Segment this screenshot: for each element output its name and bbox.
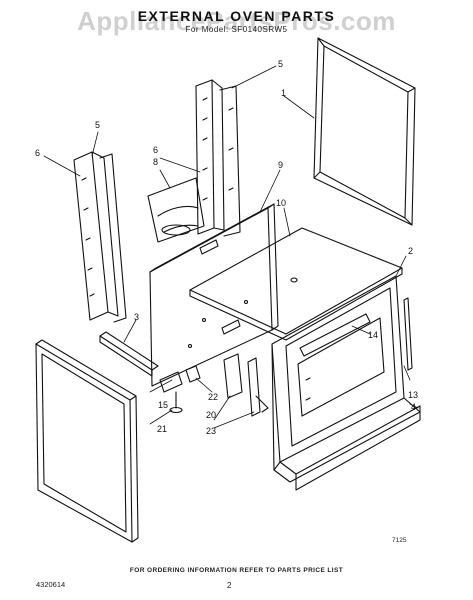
callout-20: 20 (206, 410, 217, 420)
part-14-strip (299, 313, 371, 357)
callout-10: 10 (276, 198, 287, 208)
part-15-21-leveling-leg (159, 371, 183, 414)
part-9-back-panel (149, 203, 279, 387)
callout-9: 9 (278, 160, 284, 170)
callout-23: 23 (206, 426, 217, 436)
leader-lines (43, 65, 419, 429)
callout-13: 13 (408, 390, 419, 400)
part-22-bracket (185, 365, 201, 383)
part-20-23-hinge (223, 353, 269, 417)
callout-21: 21 (157, 424, 168, 434)
document-number: 4320614 (36, 580, 66, 589)
callout-15: 15 (158, 400, 169, 410)
part-5-6-right-channel (195, 79, 241, 237)
callout-14: 14 (368, 330, 379, 340)
callout-2: 2 (408, 246, 414, 256)
page-number: 2 (227, 581, 232, 590)
watermark: AppliancePartsPros.com (77, 6, 396, 36)
ordering-note: FOR ORDERING INFORMATION REFER TO PARTS … (129, 567, 344, 574)
model-subtitle: For Model: SF0140SRW5 (185, 25, 288, 34)
part-1-door-frame (313, 37, 416, 226)
callout-8: 8 (153, 157, 159, 167)
part-2-cabinet-body (271, 275, 421, 491)
part-1-oven-door (35, 339, 139, 543)
callout-1: 1 (281, 88, 287, 98)
diagram-title: EXTERNAL OVEN PARTS (137, 8, 336, 24)
part-5-6-left-channel (73, 151, 127, 323)
illustration-code: 7125 (392, 537, 407, 544)
callout-3: 3 (134, 312, 140, 322)
callout-6-left: 6 (35, 148, 41, 158)
part-8-vent-bracket (147, 177, 205, 243)
part-13-side-trim (403, 297, 413, 371)
callout-6-middle: 6 (153, 145, 159, 155)
callout-5-left: 5 (95, 120, 101, 130)
callout-4: 4 (411, 402, 417, 412)
callout-5-upper: 5 (278, 59, 284, 69)
part-3-base-rail (99, 331, 159, 377)
callout-22: 22 (208, 392, 219, 402)
part-10-top-panel (189, 227, 403, 341)
